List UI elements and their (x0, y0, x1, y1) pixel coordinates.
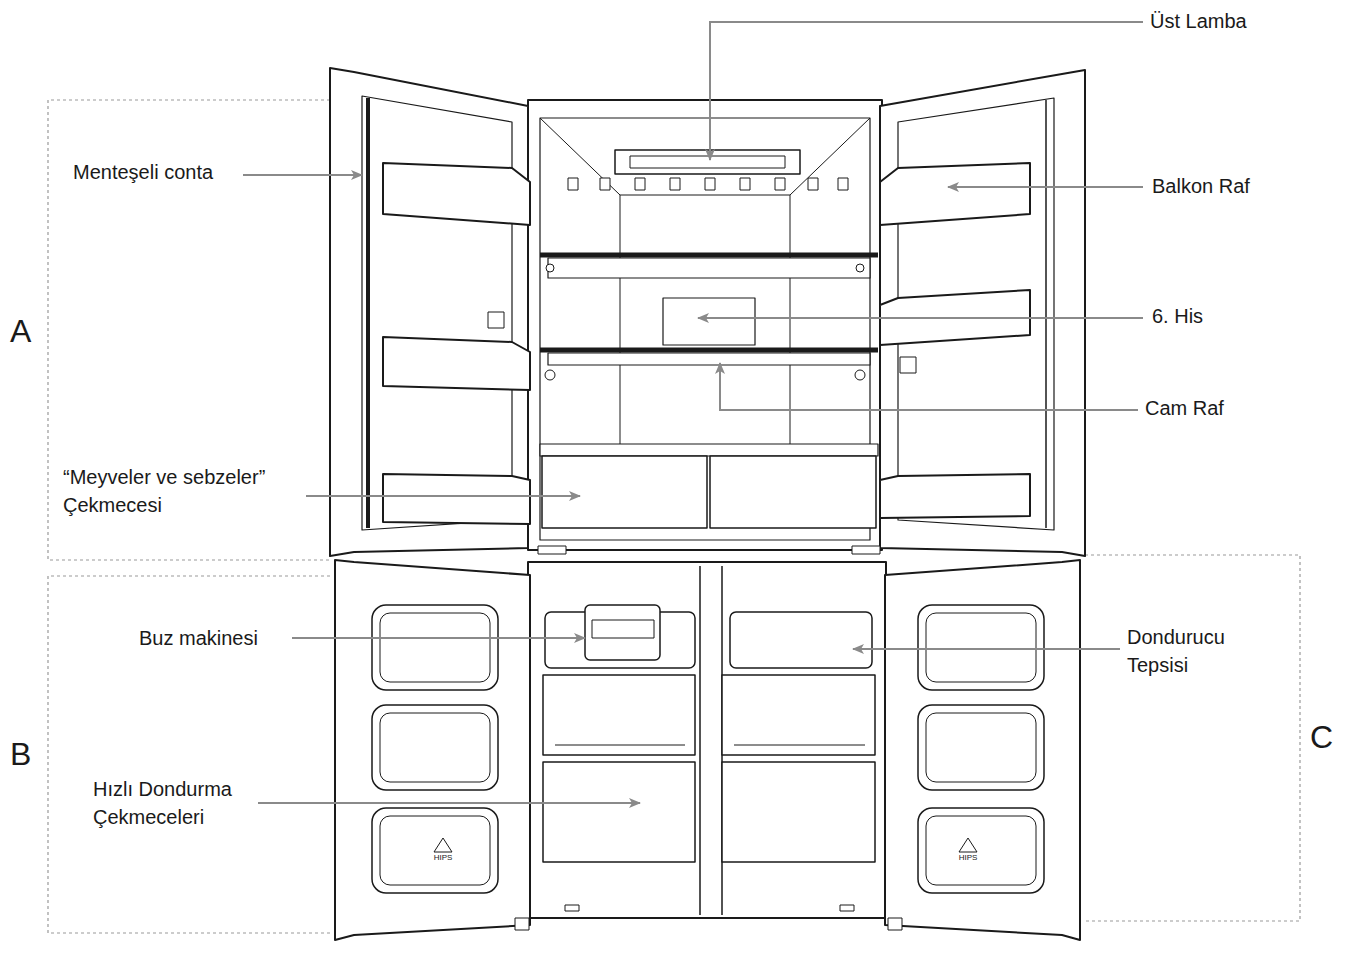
part-label: Üst Lamba (1150, 9, 1310, 34)
part-label: Dondurucu Tepsisi (1127, 623, 1252, 679)
part-label: 6. His (1152, 304, 1272, 329)
part-label: Buz makinesi (139, 626, 299, 651)
part-label: “Meyveler ve sebzeler” Çekmecesi (63, 463, 313, 519)
section-letter: B (10, 734, 50, 774)
section-letter: C (1310, 717, 1345, 757)
part-label: Balkon Raf (1152, 174, 1312, 199)
material-mark: HIPS (428, 853, 458, 863)
material-mark: HIPS (953, 853, 983, 863)
part-label: Menteşeli conta (73, 160, 248, 185)
leader-line (243, 22, 1143, 803)
group-bracket (48, 100, 1300, 933)
part-label: Hızlı Dondurma Çekmeceleri (93, 775, 263, 831)
section-letter: A (10, 311, 50, 351)
part-label: Cam Raf (1145, 396, 1285, 421)
